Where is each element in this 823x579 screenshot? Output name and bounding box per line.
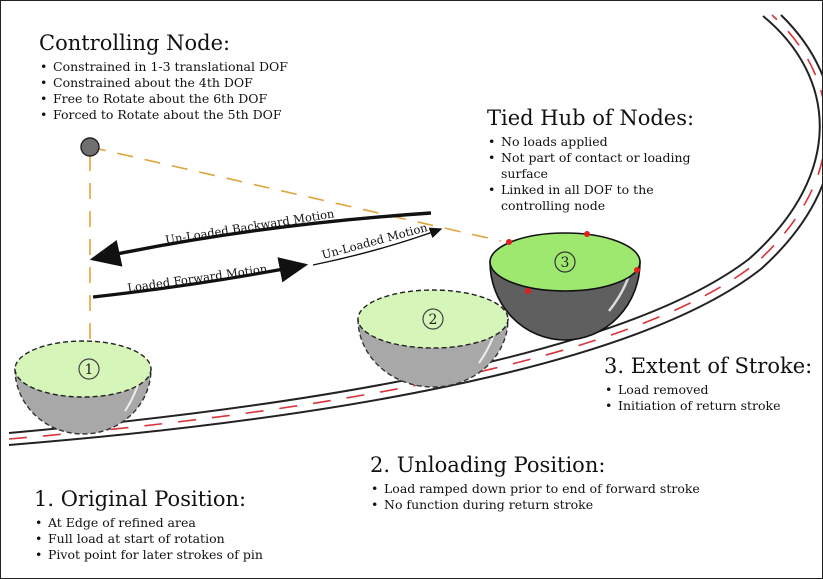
bullet-item: Load ramped down prior to end of forward… bbox=[371, 481, 750, 497]
backward-motion-arrow bbox=[89, 211, 432, 267]
circular-track bbox=[8, 14, 822, 446]
bullet-item: Not part of contact or loading surface bbox=[488, 150, 716, 182]
unloading-position-title: 2. Unloading Position: bbox=[370, 453, 606, 477]
extent-of-stroke-bullets: Load removed Initiation of return stroke bbox=[604, 382, 819, 414]
bullet-item: Constrained in 1-3 translational DOF bbox=[40, 59, 339, 75]
pin1-number-circle bbox=[78, 358, 100, 380]
controlling-node-bullets: Constrained in 1-3 translational DOF Con… bbox=[39, 59, 339, 123]
bullet-item: Load removed bbox=[605, 382, 819, 398]
extent-of-stroke-title: 3. Extent of Stroke: bbox=[604, 354, 813, 378]
bullet-item: Linked in all DOF to the controlling nod… bbox=[488, 182, 716, 214]
original-position-block: 1. Original Position: At Edge of refined… bbox=[34, 487, 334, 563]
bullet-item: No loads applied bbox=[488, 134, 716, 150]
unloaded-motion-label: Un-Loaded Motion bbox=[320, 220, 429, 262]
motion-arrows: Un-Loaded Backward Motion Un-Loaded Moti… bbox=[89, 206, 443, 299]
unloaded-motion-arrow bbox=[312, 227, 443, 266]
tied-hub-bullets: No loads applied Not part of contact or … bbox=[487, 134, 716, 214]
pin3-number-circle bbox=[554, 251, 576, 273]
dash-line-to-pin3 bbox=[89, 146, 502, 242]
pin-1: 1 bbox=[14, 340, 152, 435]
original-position-bullets: At Edge of refined area Full load at sta… bbox=[34, 515, 334, 563]
pin1-number: 1 bbox=[85, 362, 94, 378]
controlling-node-title: Controlling Node: bbox=[39, 31, 231, 55]
pin2-number-circle bbox=[422, 308, 444, 330]
backward-motion-label: Un-Loaded Backward Motion bbox=[164, 206, 336, 247]
bullet-item: Pivot point for later strokes of pin bbox=[35, 547, 334, 563]
unloading-position-block: 2. Unloading Position: Load ramped down … bbox=[370, 453, 750, 513]
original-position-title: 1. Original Position: bbox=[34, 487, 247, 511]
hub-node-dot bbox=[584, 231, 590, 237]
bullet-item: No function during return stroke bbox=[371, 497, 750, 513]
tied-hub-title: Tied Hub of Nodes: bbox=[487, 106, 695, 130]
pin2-number: 2 bbox=[429, 312, 438, 328]
controlling-node-block: Controlling Node: Constrained in 1-3 tra… bbox=[39, 31, 339, 123]
bullet-item: Forced to Rotate about the 5th DOF bbox=[40, 107, 339, 123]
hub-node-dot bbox=[634, 267, 640, 273]
hub-node-dot bbox=[506, 239, 512, 245]
bullet-item: Constrained about the 4th DOF bbox=[40, 75, 339, 91]
bullet-item: Full load at start of rotation bbox=[35, 531, 334, 547]
pin3-number: 3 bbox=[561, 255, 570, 271]
hub-node-dot bbox=[525, 288, 531, 294]
bullet-item: At Edge of refined area bbox=[35, 515, 334, 531]
bullet-item: Initiation of return stroke bbox=[605, 398, 819, 414]
tied-hub-block: Tied Hub of Nodes: No loads applied Not … bbox=[487, 106, 727, 214]
track-red-dashes bbox=[8, 14, 822, 440]
extent-of-stroke-block: 3. Extent of Stroke: Load removed Initia… bbox=[604, 354, 819, 414]
controlling-node-icon bbox=[80, 137, 100, 157]
forward-motion-label: Loaded Forward Motion bbox=[126, 261, 268, 295]
pin-3: 3 bbox=[489, 231, 641, 341]
bullet-item: Free to Rotate about the 6th DOF bbox=[40, 91, 339, 107]
forward-motion-arrow bbox=[92, 257, 309, 299]
pin-2: 2 bbox=[357, 289, 509, 388]
unloading-position-bullets: Load ramped down prior to end of forward… bbox=[370, 481, 750, 513]
